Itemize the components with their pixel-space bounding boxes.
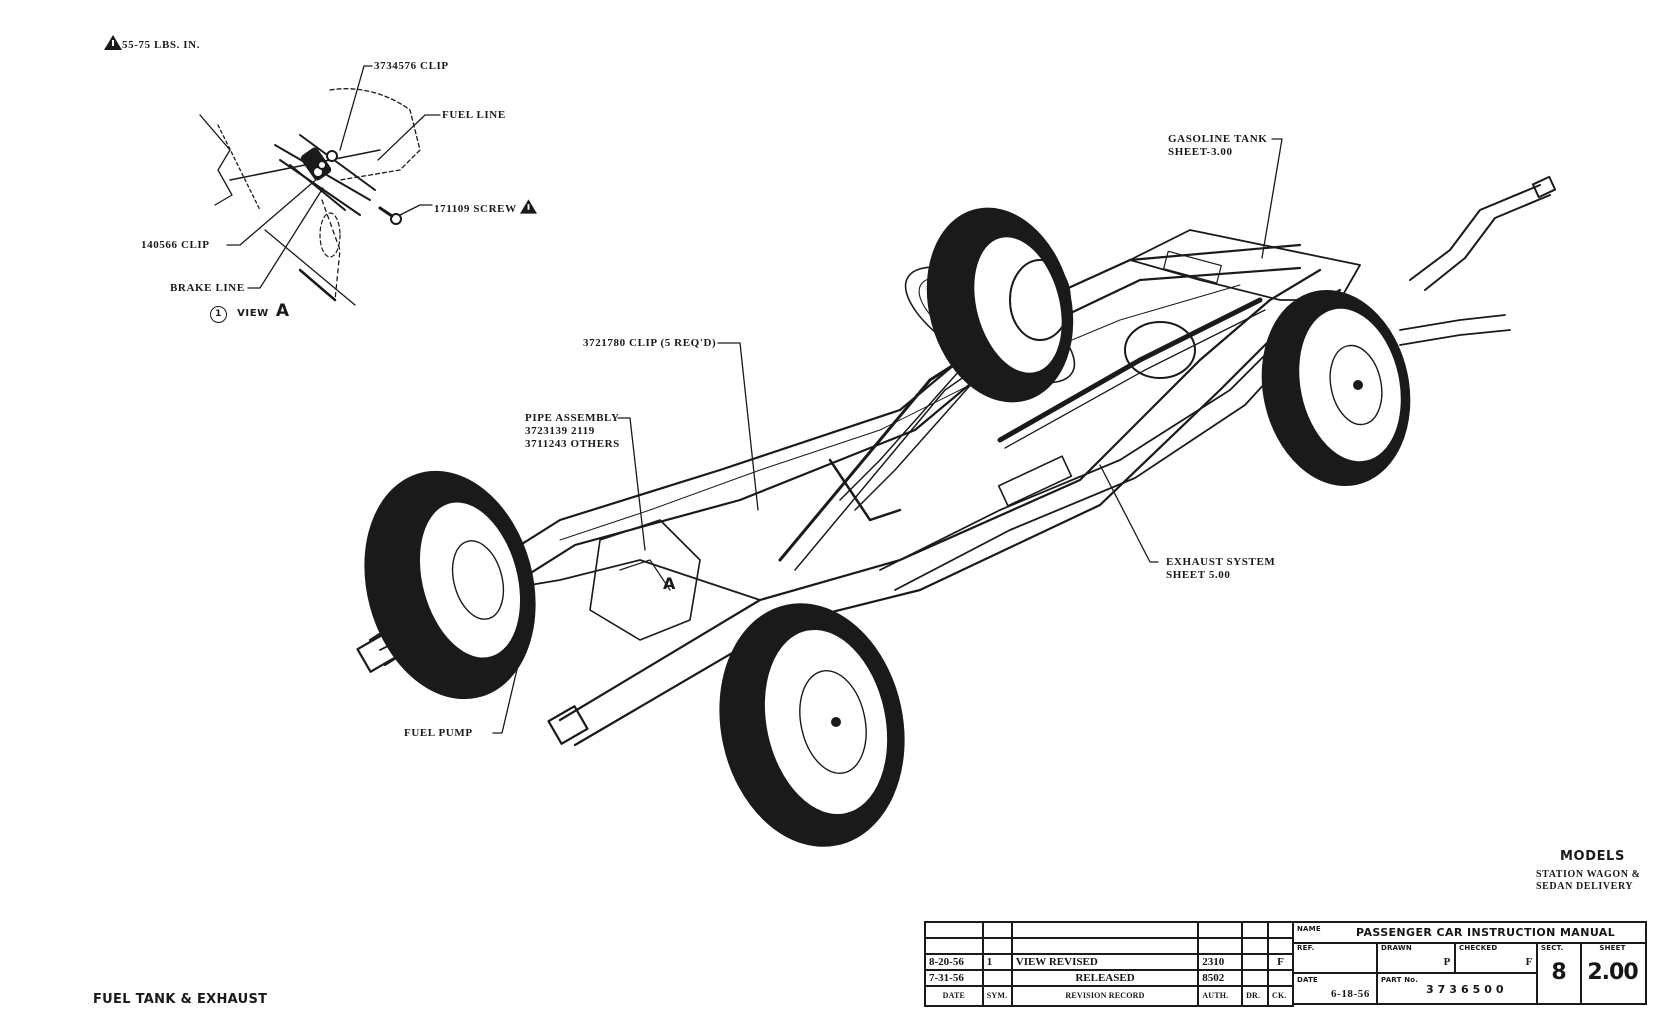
rear-right-wheel bbox=[1261, 289, 1411, 487]
section-cell: SECT. 8 bbox=[1536, 942, 1582, 1003]
ref-cell: REF. bbox=[1294, 942, 1378, 974]
gasoline-tank-label: GASOLINE TANK SHEET-3.00 bbox=[1168, 133, 1268, 158]
view-number-badge: 1 bbox=[210, 306, 227, 323]
revision-row: 8-20-56 1 VIEW REVISED 2310 F bbox=[924, 953, 1294, 971]
view-a-detail bbox=[199, 65, 441, 306]
callout-leaders bbox=[492, 138, 1283, 734]
drawing-info-block: NAME PASSENGER CAR INSTRUCTION MANUAL RE… bbox=[1292, 921, 1647, 1005]
revision-record-table: 8-20-56 1 VIEW REVISED 2310 F 7-31-56 RE… bbox=[924, 921, 1294, 1007]
models-heading: MODELS bbox=[1560, 849, 1625, 864]
part-number-cell: PART No. 3736500 bbox=[1381, 976, 1508, 996]
sheet-number: 2.00 bbox=[1587, 960, 1638, 985]
screw-171109-label: 171109 SCREW bbox=[434, 199, 537, 216]
date-cell: DATE 6-18-56 bbox=[1294, 974, 1378, 1003]
drawn-cell: DRAWN P bbox=[1378, 942, 1456, 974]
view-a-caption: 1 VIEW A bbox=[210, 303, 290, 323]
front-left-wheel bbox=[364, 470, 536, 700]
checked-cell: CHECKED F bbox=[1456, 942, 1536, 974]
clip-140566-label: 140566 CLIP bbox=[141, 239, 210, 251]
pipe-assembly-label: PIPE ASSEMBLY 3723139 2119 3711243 OTHER… bbox=[525, 412, 620, 450]
exhaust-system-label: EXHAUST SYSTEM SHEET 5.00 bbox=[1166, 556, 1276, 581]
warning-triangle-icon bbox=[104, 35, 122, 50]
rear-left-wheel bbox=[926, 207, 1074, 403]
clip-3734576-label: 3734576 CLIP bbox=[374, 60, 449, 72]
section-number: 8 bbox=[1551, 960, 1567, 985]
revision-row: 7-31-56 RELEASED 8502 bbox=[924, 969, 1294, 987]
view-a-marker: A bbox=[663, 574, 676, 593]
models-list: STATION WAGON & SEDAN DELIVERY bbox=[1536, 869, 1641, 892]
title-block: 8-20-56 1 VIEW REVISED 2310 F 7-31-56 RE… bbox=[924, 921, 1649, 1007]
front-right-wheel bbox=[719, 603, 905, 847]
part-number: 3736500 bbox=[1426, 983, 1508, 996]
name-row: NAME PASSENGER CAR INSTRUCTION MANUAL bbox=[1294, 923, 1645, 944]
drawing-title: FUEL TANK & EXHAUST bbox=[93, 992, 268, 1007]
revision-header-row: DATE SYM. REVISION RECORD AUTH. DR. CK. bbox=[924, 985, 1294, 1007]
brake-line-label: BRAKE LINE bbox=[170, 282, 245, 294]
sheet-cell: SHEET 2.00 bbox=[1580, 942, 1645, 1003]
torque-note: 55-75 LBS. IN. bbox=[104, 35, 200, 52]
manual-name: PASSENGER CAR INSTRUCTION MANUAL bbox=[1356, 926, 1616, 939]
fuel-line-label: FUEL LINE bbox=[442, 109, 506, 121]
clip-3721780-label: 3721780 CLIP (5 REQ'D) bbox=[583, 337, 717, 349]
fuel-pump-label: FUEL PUMP bbox=[404, 727, 473, 739]
warning-triangle-icon bbox=[519, 199, 537, 214]
